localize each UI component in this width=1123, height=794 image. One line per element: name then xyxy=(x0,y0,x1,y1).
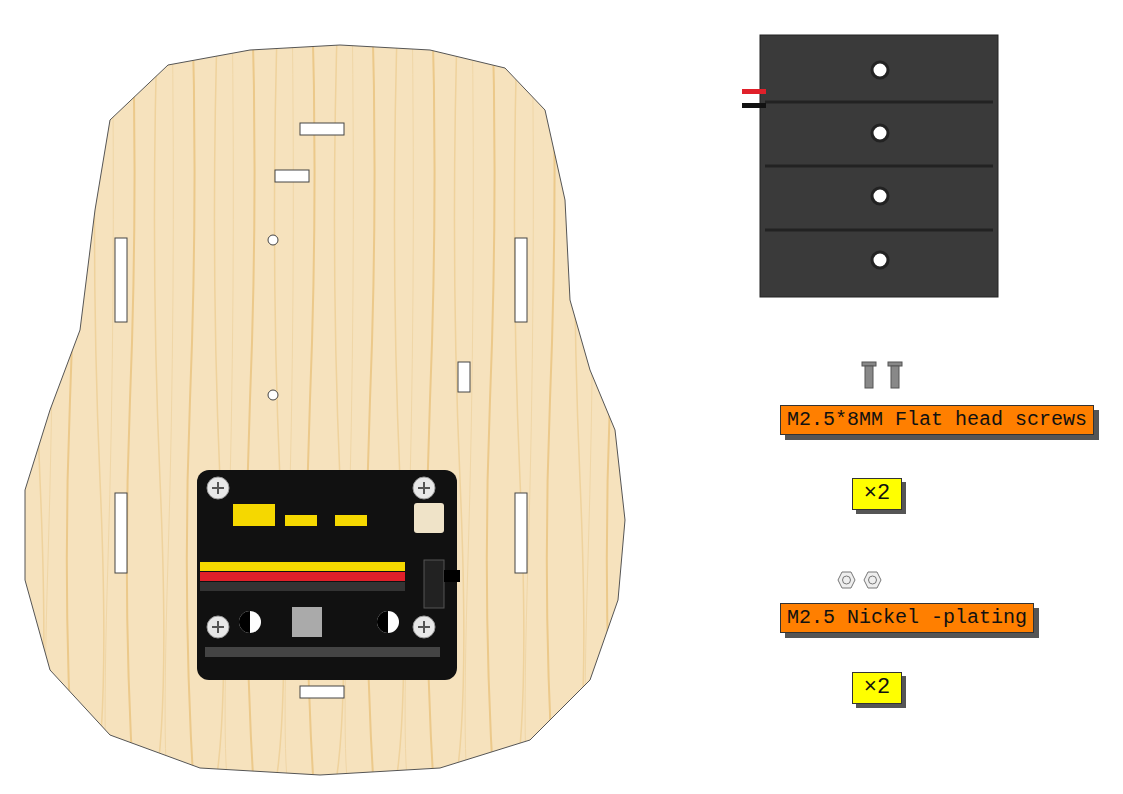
expansion-board xyxy=(197,470,460,680)
part-label: M2.5 Nickel -plating xyxy=(780,603,1034,633)
battery-holder xyxy=(742,35,998,297)
quantity-text: ×2 xyxy=(857,481,897,507)
quantity-tag: ×2 xyxy=(852,672,902,704)
flat-head-screws xyxy=(862,362,902,388)
part-name: M2.5 Nickel -plating xyxy=(787,607,1027,629)
nickel-nuts xyxy=(838,572,881,588)
quantity-text: ×2 xyxy=(857,675,897,701)
part-label: M2.5*8MM Flat head screws xyxy=(780,405,1094,435)
quantity-tag: ×2 xyxy=(852,478,902,510)
part-name: M2.5*8MM Flat head screws xyxy=(787,409,1087,431)
chassis-slots xyxy=(115,123,527,698)
wood-chassis xyxy=(25,45,625,775)
